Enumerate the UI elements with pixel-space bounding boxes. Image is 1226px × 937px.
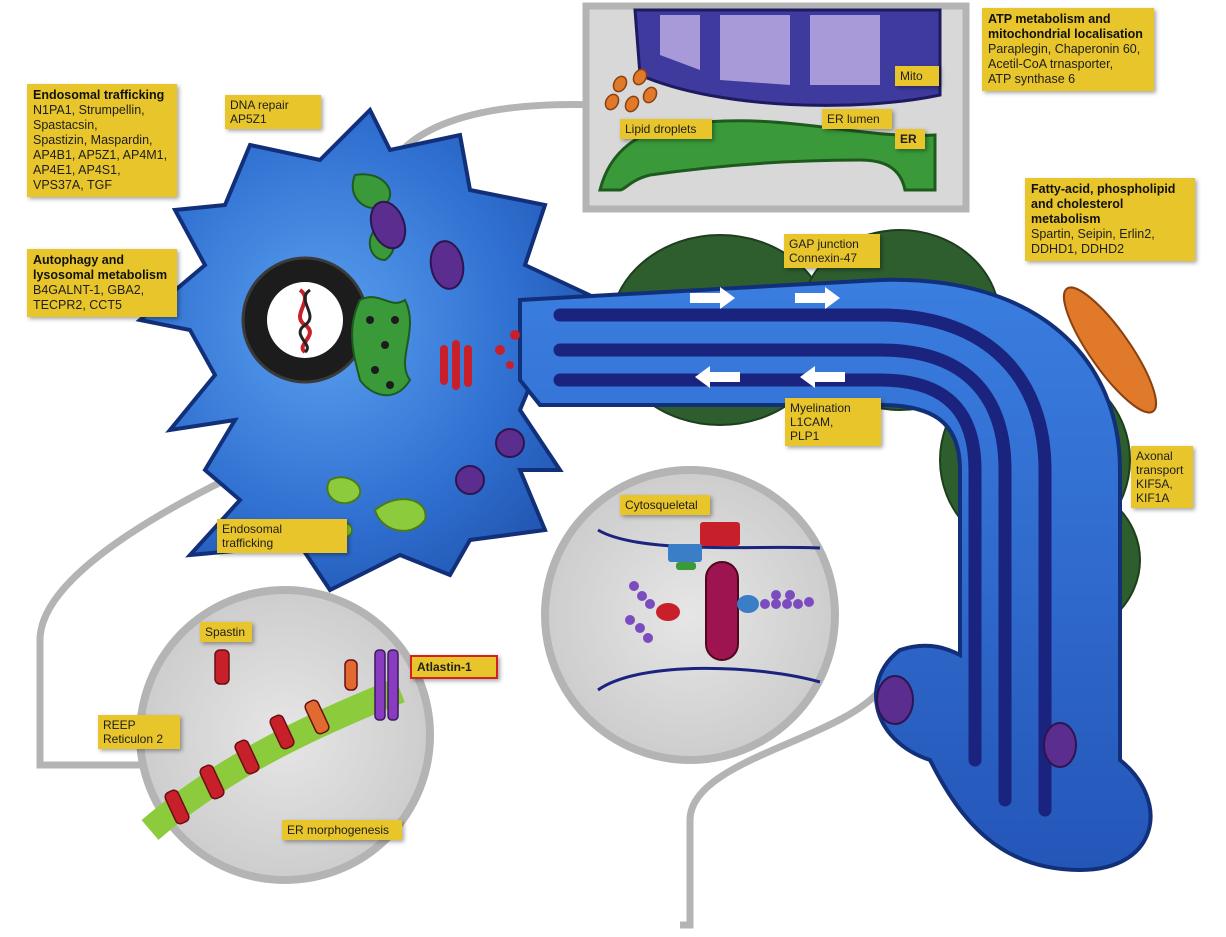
label-dna-repair: DNA repair AP5Z1 <box>225 95 321 129</box>
label-gap-junction: GAP junction Connexin-47 <box>784 234 880 268</box>
label-endosomal-trafficking-top: Endosomal trafficking N1PA1, Strumpellin… <box>27 84 177 197</box>
label-spastin: Spastin <box>200 622 252 642</box>
label-title: ATP metabolism and mitochondrial localis… <box>988 12 1148 42</box>
label-body: N1PA1, Strumpellin, Spastacsin, Spastizi… <box>33 103 171 193</box>
label-lipid-droplets: Lipid droplets <box>620 119 712 139</box>
label-title: Autophagy and lysosomal metabolism <box>33 253 171 283</box>
label-body: B4GALNT-1, GBA2, TECPR2, CCT5 <box>33 283 171 313</box>
label-title: Endosomal trafficking <box>33 88 171 103</box>
label-er-morphogenesis: ER morphogenesis <box>282 820 402 840</box>
label-er: ER <box>895 129 925 149</box>
label-endosomal-trafficking-bottom: Endosomal trafficking <box>217 519 347 553</box>
label-axonal-transport: Axonal transport KIF5A, KIF1A <box>1131 446 1193 508</box>
label-atp-metabolism: ATP metabolism and mitochondrial localis… <box>982 8 1154 91</box>
label-autophagy: Autophagy and lysosomal metabolism B4GAL… <box>27 249 177 317</box>
label-mito: Mito <box>895 66 939 86</box>
label-atlastin-1: Atlastin-1 <box>410 655 498 679</box>
label-body: Spartin, Seipin, Erlin2, DDHD1, DDHD2 <box>1031 227 1189 257</box>
label-cytosqueletal: Cytosqueletal <box>620 495 710 515</box>
label-er-lumen: ER lumen <box>822 109 892 129</box>
label-title: Fatty-acid, phospholipid and cholesterol… <box>1031 182 1189 227</box>
label-fatty-acid: Fatty-acid, phospholipid and cholesterol… <box>1025 178 1195 261</box>
mito-er-inset <box>586 6 966 209</box>
label-body: Paraplegin, Chaperonin 60, Acetil-CoA tr… <box>988 42 1148 87</box>
label-reep-reticulon: REEP Reticulon 2 <box>98 715 180 749</box>
label-myelination: Myelination L1CAM, PLP1 <box>785 398 881 446</box>
